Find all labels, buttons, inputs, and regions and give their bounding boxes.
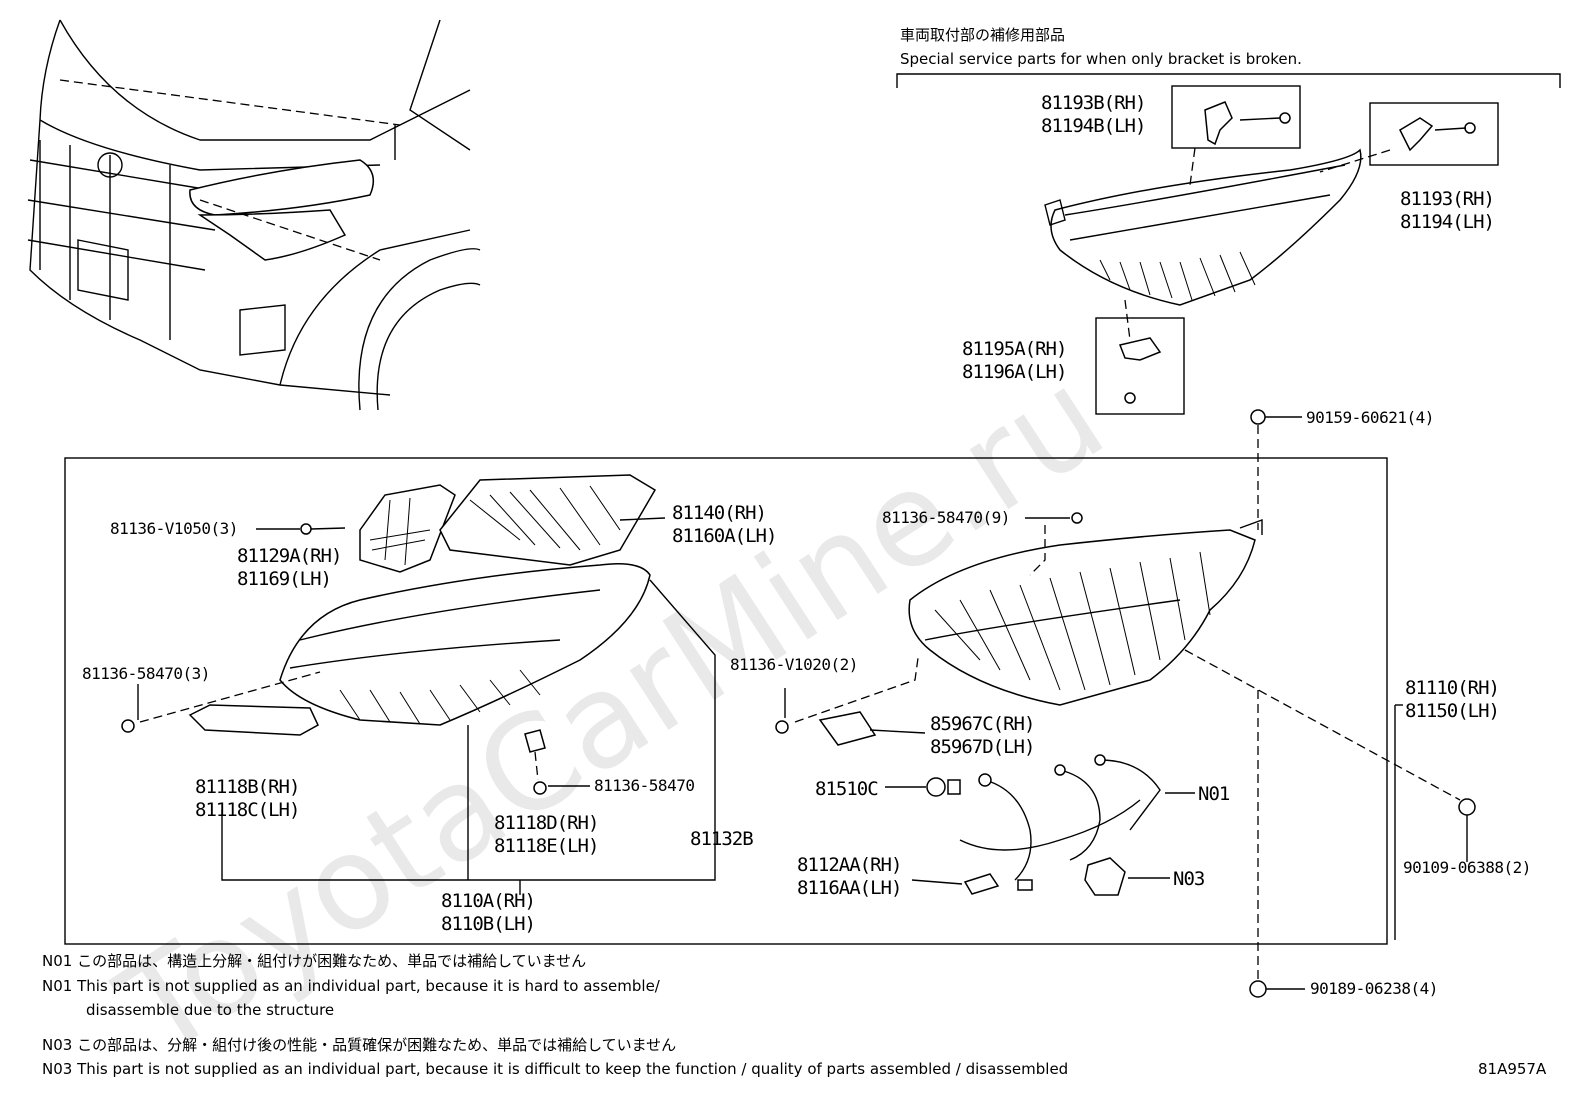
part-81110-housing bbox=[908, 519, 1263, 706]
bracket-81193B bbox=[1204, 101, 1233, 146]
part-8110A-lens bbox=[279, 563, 651, 726]
diagram-code: 81A957A bbox=[1478, 1060, 1547, 1078]
bolt-90159-60621 bbox=[1250, 409, 1266, 425]
label-81140: 81140(RH) bbox=[672, 502, 766, 524]
label-N01: N01 bbox=[1198, 783, 1230, 805]
label-81193B: 81193B(RH) bbox=[1041, 92, 1145, 114]
screw-81136-V1050 bbox=[300, 523, 312, 535]
part-81118D bbox=[524, 729, 546, 753]
label-90159-60621: 90159-60621(4) bbox=[1306, 408, 1434, 427]
part-8112AA bbox=[963, 873, 1000, 895]
label-81118E: 81118E(LH) bbox=[494, 835, 598, 857]
header-bracket bbox=[896, 73, 1561, 88]
part-85967C bbox=[818, 711, 877, 746]
screw-81136-58470 bbox=[533, 781, 547, 795]
box-81195A bbox=[1095, 317, 1185, 415]
part-N03-module bbox=[1084, 857, 1126, 896]
nut-90109-06388 bbox=[1458, 798, 1476, 816]
label-81150: 81150(LH) bbox=[1405, 700, 1499, 722]
label-81193: 81193(RH) bbox=[1400, 188, 1494, 210]
label-81136-V1050: 81136-V1050(3) bbox=[110, 519, 238, 538]
label-N03: N03 bbox=[1173, 868, 1205, 890]
label-8116AA: 8116AA(LH) bbox=[797, 877, 901, 899]
label-8110B: 8110B(LH) bbox=[441, 913, 535, 935]
note-n03-en: N03 This part is not supplied as an indi… bbox=[42, 1060, 1068, 1078]
label-81195A: 81195A(RH) bbox=[962, 338, 1066, 360]
label-81196A: 81196A(LH) bbox=[962, 361, 1066, 383]
bracket-81193 bbox=[1399, 117, 1434, 152]
label-81136-58470-3: 81136-58470(3) bbox=[82, 664, 210, 683]
label-8112AA: 8112AA(RH) bbox=[797, 854, 901, 876]
label-90109-06388: 90109-06388(2) bbox=[1403, 858, 1531, 877]
part-81140 bbox=[439, 474, 657, 566]
part-81118B bbox=[188, 704, 319, 736]
note-n01-jp: N01 この部品は、構造上分解・組付けが困難なため、単品では補給していません bbox=[42, 952, 586, 970]
label-81110: 81110(RH) bbox=[1405, 677, 1499, 699]
note-n03-jp: N03 この部品は、分解・組付け後の性能・品質確保が困難なため、単品では補給して… bbox=[42, 1036, 676, 1054]
label-81118B: 81118B(RH) bbox=[195, 776, 299, 798]
note-n01-en-2: disassemble due to the structure bbox=[86, 1001, 334, 1019]
box-81193B bbox=[1171, 85, 1301, 149]
note-n01-en-1: N01 This part is not supplied as an indi… bbox=[42, 977, 661, 995]
headlamp-upper bbox=[1044, 148, 1362, 306]
bracket-81195A bbox=[1118, 337, 1162, 361]
label-90189-06238: 90189-06238(4) bbox=[1310, 979, 1438, 998]
label-81118C: 81118C(LH) bbox=[195, 799, 299, 821]
label-8110A: 8110A(RH) bbox=[441, 890, 535, 912]
screw-81136-58470-3 bbox=[121, 719, 135, 733]
label-81169: 81169(LH) bbox=[237, 568, 331, 590]
box-81193 bbox=[1369, 102, 1499, 166]
header-jp: 車両取付部の補修用部品 bbox=[900, 26, 1065, 44]
screw-81136-58470-9 bbox=[1071, 512, 1083, 524]
label-81510C: 81510C bbox=[815, 778, 878, 800]
label-81132B: 81132B bbox=[690, 828, 753, 850]
label-81194B: 81194B(LH) bbox=[1041, 115, 1145, 137]
label-81129A: 81129A(RH) bbox=[237, 545, 341, 567]
label-85967D: 85967D(LH) bbox=[930, 736, 1034, 758]
screw-81136-V1020 bbox=[775, 720, 789, 734]
header-en: Special service parts for when only brac… bbox=[900, 50, 1302, 68]
label-85967C: 85967C(RH) bbox=[930, 713, 1034, 735]
clip-90189-06238 bbox=[1249, 980, 1267, 998]
label-81136-58470: 81136-58470 bbox=[594, 776, 694, 795]
label-81136-V1020: 81136-V1020(2) bbox=[730, 655, 858, 674]
label-81118D: 81118D(RH) bbox=[494, 812, 598, 834]
label-81136-58470-9: 81136-58470(9) bbox=[882, 508, 1010, 527]
label-81194: 81194(LH) bbox=[1400, 211, 1494, 233]
part-N01-harness bbox=[959, 754, 1161, 891]
part-81510C-bulb bbox=[926, 777, 961, 797]
main-frame bbox=[64, 457, 1388, 945]
label-81160A: 81160A(LH) bbox=[672, 525, 776, 547]
vehicle-front-sketch bbox=[27, 19, 481, 411]
